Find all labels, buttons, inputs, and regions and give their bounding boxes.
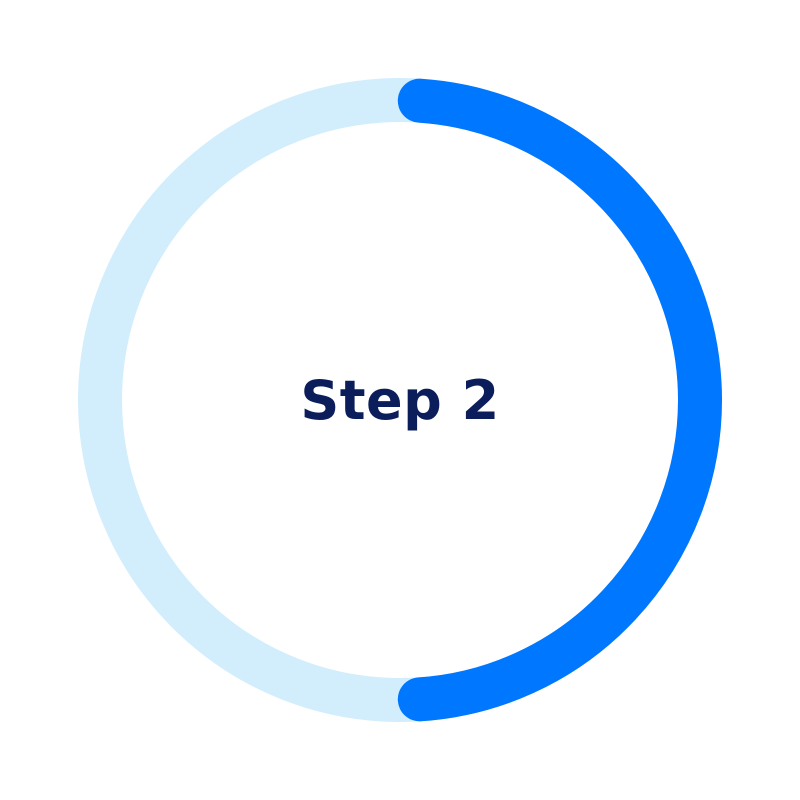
progress-fill-arc [397,78,722,722]
